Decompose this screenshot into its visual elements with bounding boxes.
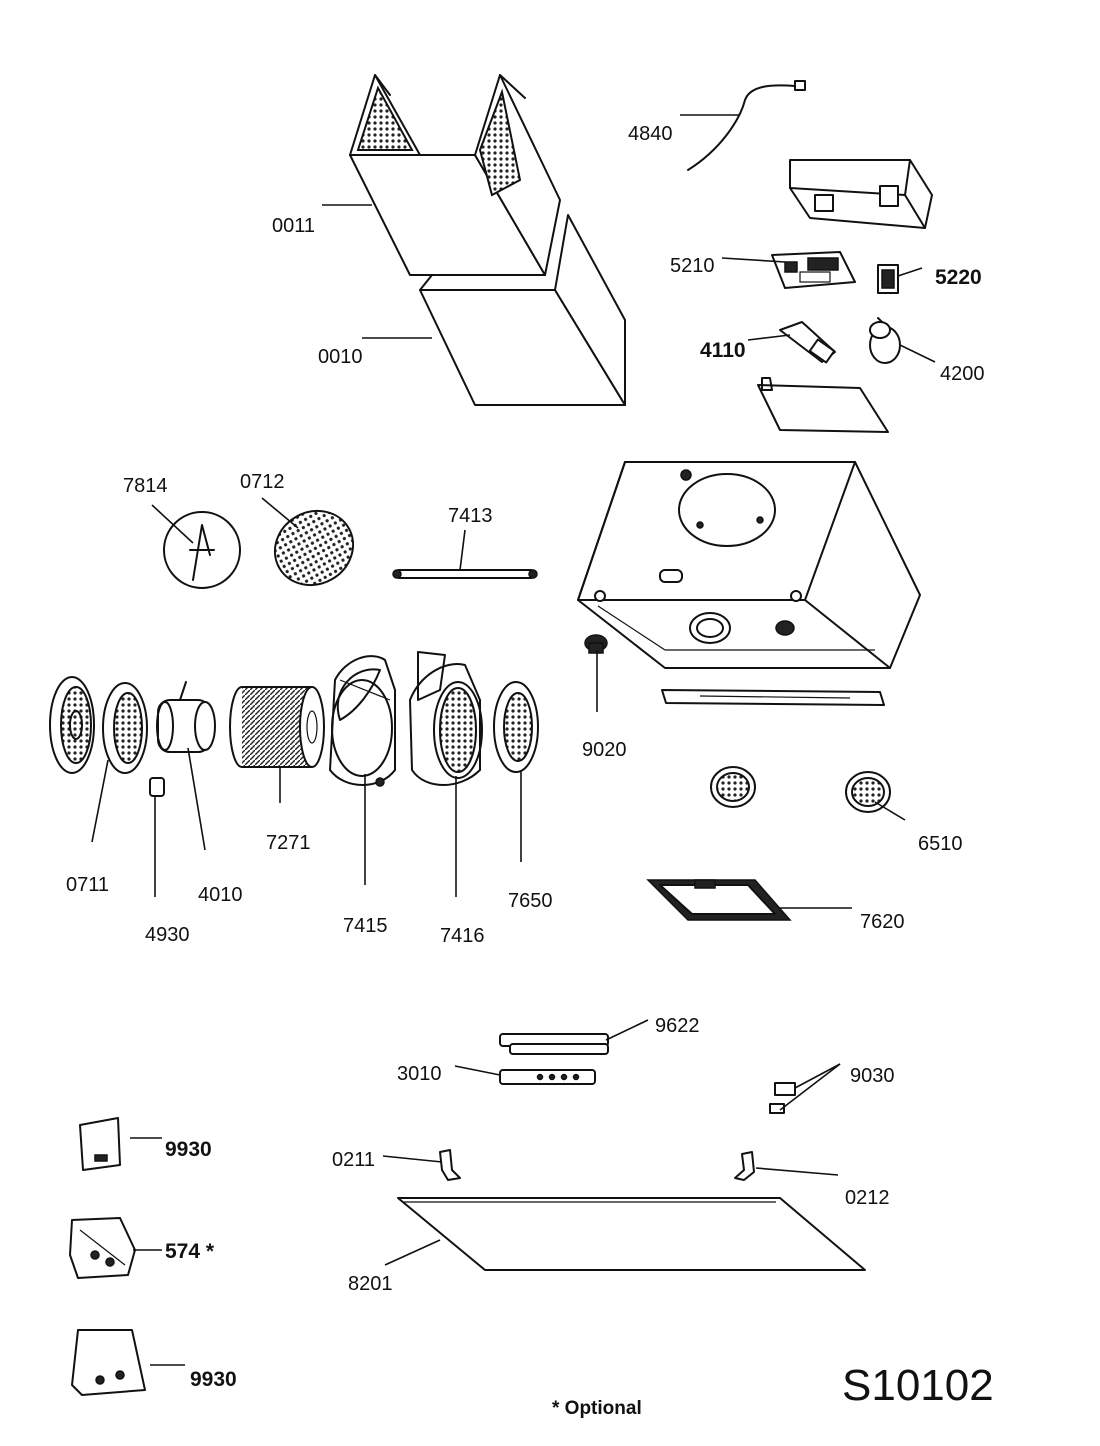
label-8201: 8201 (348, 1273, 393, 1295)
label-4200: 4200 (940, 363, 985, 385)
part-labels: 4840 0011 0010 5210 5220 4110 4200 7814 … (66, 123, 985, 1391)
label-7814: 7814 (123, 475, 168, 497)
part-0712-carbon-filter (273, 509, 355, 587)
label-0011: 0011 (272, 215, 315, 237)
part-3010-led-module (499, 1069, 596, 1085)
label-7413: 7413 (448, 505, 493, 527)
part-0011-upper-chimney (349, 74, 561, 276)
label-4010: 4010 (198, 884, 243, 906)
part-9020-foot (584, 634, 608, 654)
part-9930-hardware-bag (71, 1329, 146, 1396)
part-4930-clip (149, 777, 165, 797)
part-4010-motor (156, 681, 216, 753)
part-7415-blower-housing (329, 655, 396, 787)
part-7650-intake-ring (493, 681, 539, 773)
label-7415: 7415 (343, 915, 388, 937)
part-6510-knobs (710, 766, 891, 813)
part-motor-plate (102, 682, 148, 774)
label-7620: 7620 (860, 911, 905, 933)
part-0010-lower-chimney (419, 214, 626, 406)
label-3010: 3010 (397, 1063, 442, 1085)
part-4840-power-cable (687, 80, 806, 171)
label-5220: 5220 (935, 266, 982, 289)
part-9622-lamp-holder (499, 1033, 609, 1055)
label-9020: 9020 (582, 739, 627, 761)
part-0711-motor-grille (49, 676, 95, 774)
label-0211: 0211 (332, 1149, 375, 1171)
part-7814-disc (163, 511, 241, 589)
part-7416-blower-housing (409, 651, 483, 786)
label-9622: 9622 (655, 1015, 700, 1037)
label-7271: 7271 (266, 832, 311, 854)
optional-note: * Optional (552, 1398, 642, 1419)
part-7620-grease-filter (646, 879, 792, 921)
part-7413-rod (392, 569, 538, 579)
leader-lines (91, 114, 936, 1366)
label-0711: 0711 (66, 874, 109, 896)
label-0712: 0712 (240, 471, 285, 493)
part-9030-clips (769, 1082, 796, 1114)
part-9930-manual (79, 1117, 121, 1171)
part-574-optional-kit (69, 1217, 136, 1279)
part-5220-switch (877, 264, 899, 294)
label-574: 574 * (165, 1240, 215, 1263)
label-4930: 4930 (145, 924, 190, 946)
label-6510: 6510 (918, 833, 963, 855)
label-7416: 7416 (440, 925, 485, 947)
label-9930-bag: 9930 (190, 1368, 237, 1391)
part-4110-bracket (779, 321, 836, 364)
label-9030: 9030 (850, 1065, 895, 1087)
label-4840: 4840 (628, 123, 673, 145)
label-0010: 0010 (318, 346, 363, 368)
part-hood-body (577, 461, 921, 669)
part-0212-hinge (734, 1151, 755, 1181)
label-9930-manual: 9930 (165, 1138, 212, 1161)
part-front-strip (661, 689, 885, 706)
part-electrical-cover (757, 377, 889, 433)
part-7271-impeller (229, 686, 325, 768)
part-control-housing (789, 159, 933, 229)
label-7650: 7650 (508, 890, 553, 912)
part-8201-front-panel (397, 1197, 866, 1271)
part-5210-control-board (771, 251, 856, 289)
drawing-code: S10102 (842, 1361, 994, 1410)
part-0211-hinge (439, 1149, 461, 1181)
label-4110: 4110 (700, 339, 746, 362)
label-5210: 5210 (670, 255, 715, 277)
part-4200-capacitor (869, 317, 901, 364)
label-0212: 0212 (845, 1187, 890, 1209)
